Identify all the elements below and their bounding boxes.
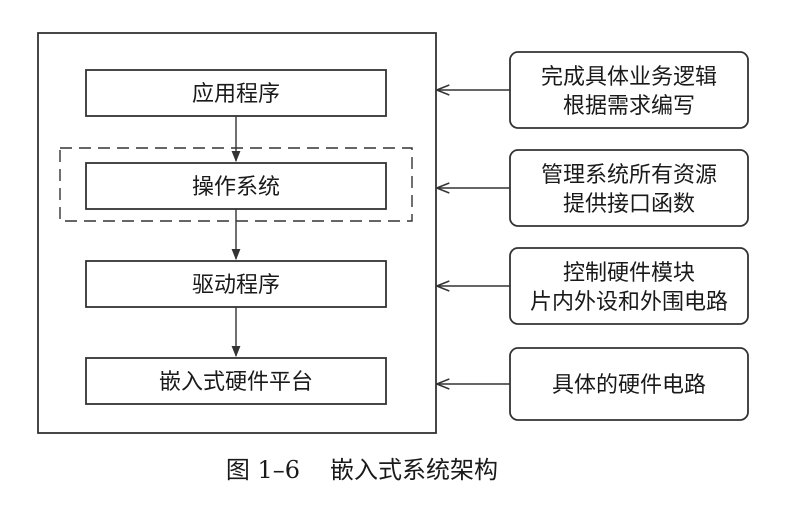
note-app-line1: 完成具体业务逻辑: [541, 65, 717, 90]
layer-box-app: [85, 69, 387, 117]
layer-box-hardware: [85, 357, 387, 405]
note-app-line2: 根据需求编写: [563, 94, 695, 119]
note-os-line2: 提供接口函数: [563, 192, 695, 217]
note-os-line1: 管理系统所有资源: [541, 163, 717, 188]
layer-box-os: [85, 162, 387, 210]
note-driver-line2: 片内外设和外围电路: [530, 290, 728, 315]
layer-label-os: 操作系统: [192, 175, 280, 200]
note-hardware-line1: 具体的硬件电路: [552, 373, 706, 398]
note-driver-line1: 控制硬件模块: [563, 261, 695, 286]
outer-frame: [37, 32, 437, 434]
figure-caption-title: 嵌入式系统架构: [330, 456, 498, 484]
layer-label-app: 应用程序: [192, 82, 280, 107]
layer-label-hardware: 嵌入式硬件平台: [159, 370, 313, 395]
layer-box-driver: [85, 260, 387, 308]
layer-label-driver: 驱动程序: [192, 273, 280, 298]
figure-caption-number: 图 1–6: [226, 456, 300, 484]
